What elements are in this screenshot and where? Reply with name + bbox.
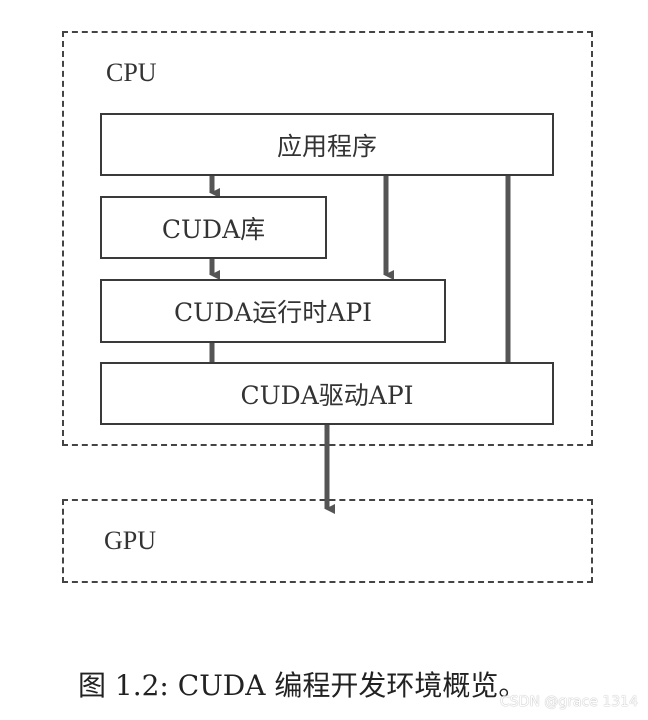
figure-caption: 图 1.2: CUDA 编程开发环境概览。 <box>78 669 527 702</box>
application-box: 应用程序 <box>100 113 554 176</box>
cuda-library-box: CUDA库 <box>100 196 327 259</box>
cuda-driver-api-box: CUDA驱动API <box>100 362 554 425</box>
gpu-label: GPU <box>104 526 157 555</box>
watermark-text: CSDN @grace 1314 <box>500 694 638 710</box>
cpu-label: CPU <box>106 58 157 87</box>
cuda-runtime-api-box: CUDA运行时API <box>100 279 446 343</box>
